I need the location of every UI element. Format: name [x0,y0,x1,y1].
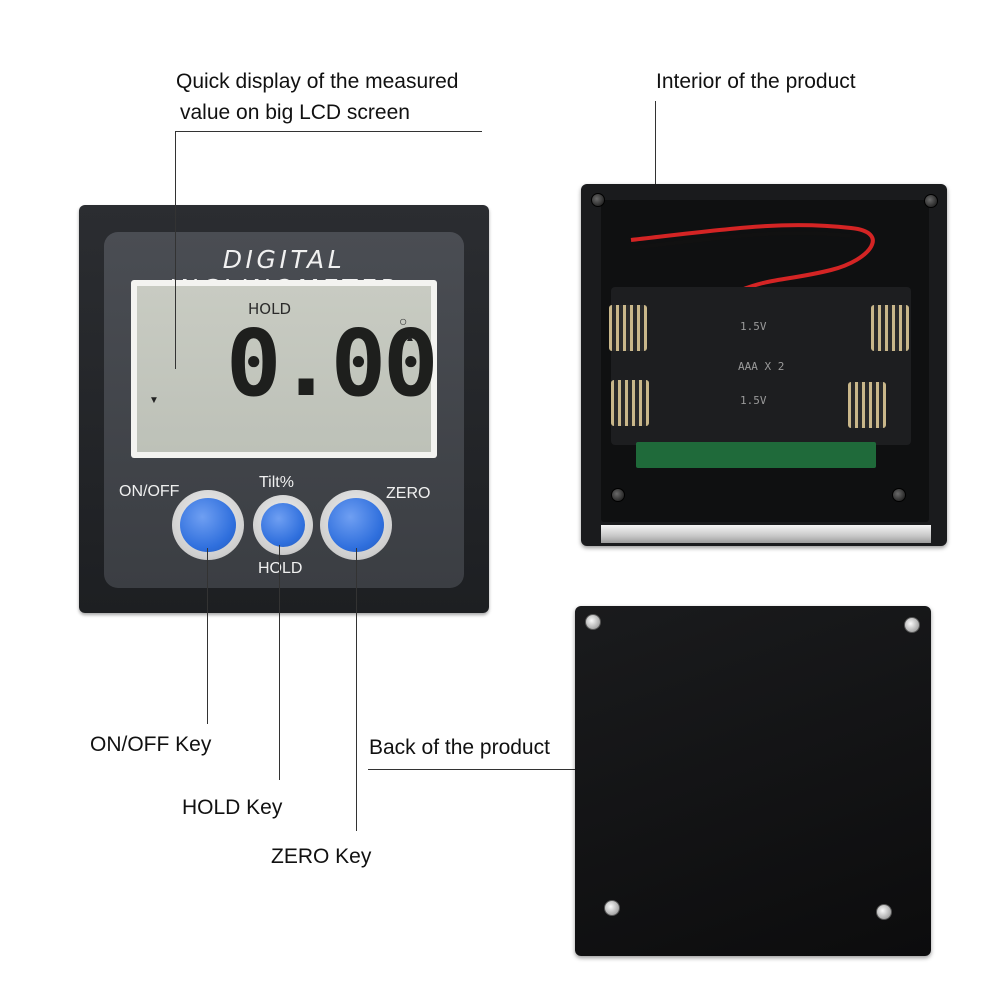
hold-label: HOLD [258,560,303,577]
screw-icon [585,614,601,630]
cell-label-mid: AAA X 2 [738,360,785,373]
onoff-key-button[interactable] [180,498,236,552]
screw-icon [876,904,892,920]
lcd-callout-vline [175,131,176,369]
lcd-up-arrow-icon: ▲ [405,333,415,344]
back-callout: Back of the product [369,736,550,759]
battery-spring-top-right [871,305,909,351]
cell-label-top: 1.5V [740,320,767,333]
cell-label-bottom: 1.5V [740,394,767,407]
aluminium-rail [601,525,931,543]
back-callout-line [368,769,584,770]
lcd-callout-line2: value on big LCD screen [180,101,410,124]
screw-icon [604,900,620,916]
screw-icon [591,193,605,207]
zero-label: ZERO [386,485,431,502]
interior-callout: Interior of the product [656,70,856,93]
hold-callout-line [279,545,280,780]
hold-key-callout: HOLD Key [182,796,283,819]
circuit-board [636,442,876,468]
screw-icon [892,488,906,502]
screw-icon [924,194,938,208]
tilt-label: Tilt% [259,474,294,491]
lcd-value: 0.00 [226,310,439,417]
battery-spring-bottom-left [611,380,649,426]
battery-spring-top-left [609,305,647,351]
lcd-callout-hline [175,131,482,132]
zero-key-button[interactable] [328,498,384,552]
back-photo [575,606,931,956]
screw-icon [611,488,625,502]
lcd-degree-symbol: ○ [399,313,408,329]
lcd-hold-indicator: HOLD [248,300,291,318]
zero-key-callout: ZERO Key [271,845,372,868]
onoff-callout-line [207,548,208,724]
hold-key-button[interactable] [261,503,305,547]
interior-callout-line [655,101,656,191]
lcd-screen [137,286,431,452]
screw-icon [904,617,920,633]
onoff-label: ON/OFF [119,483,180,500]
lcd-down-arrow-icon: ▼ [149,395,159,406]
battery-spring-bottom-right [848,382,886,428]
lcd-callout-line1: Quick display of the measured [176,70,459,93]
zero-callout-line [356,548,357,831]
onoff-key-callout: ON/OFF Key [90,733,212,756]
